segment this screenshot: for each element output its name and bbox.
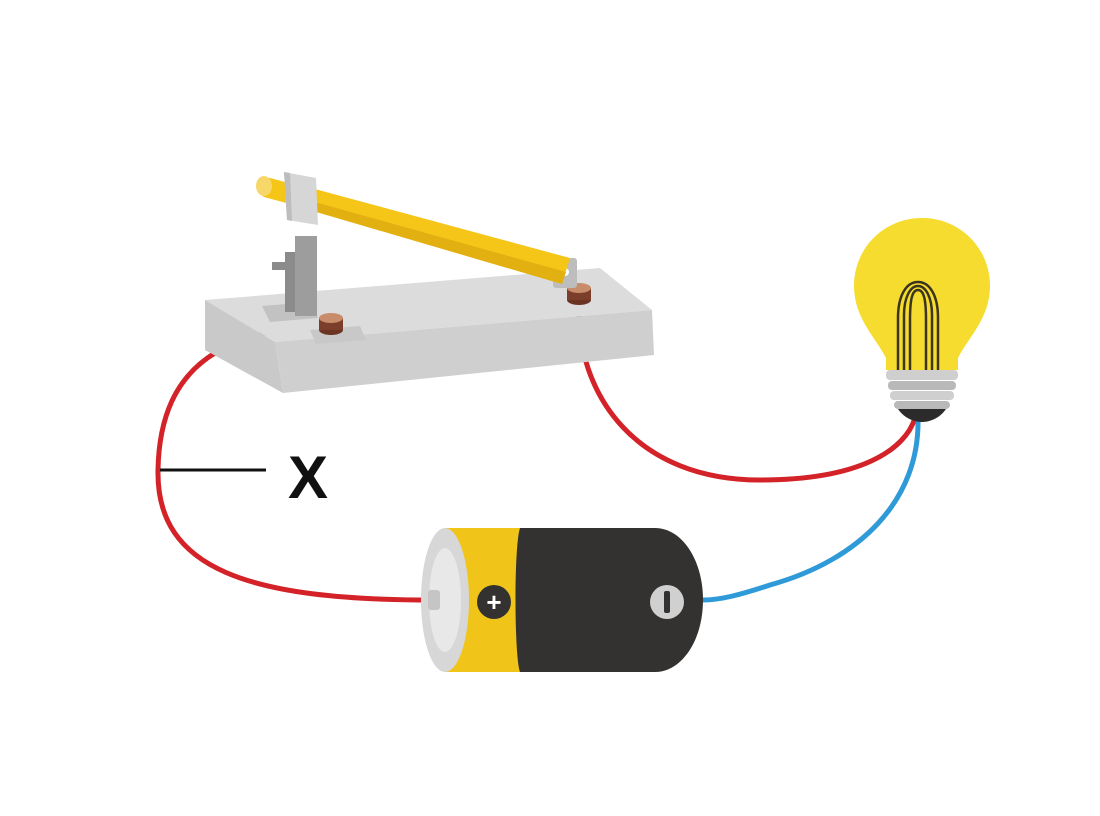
switch-lever-shade (296, 198, 566, 284)
switch-base-front (205, 300, 283, 393)
battery-positive-icon: + (477, 585, 511, 619)
switch-handle-guard-edge (284, 172, 292, 221)
wire-label-x: X (160, 444, 328, 511)
battery-end-cap-ring (429, 548, 461, 652)
switch-base-side (275, 310, 654, 393)
bulb-filament-icon (896, 280, 940, 370)
wire-bulb-to-battery-negative (700, 415, 921, 603)
switch-base-top (205, 268, 652, 342)
light-bulb (854, 218, 990, 422)
battery-negative-icon (650, 585, 684, 619)
battery-positive-nub (428, 590, 440, 610)
switch-jaw-contact (272, 236, 317, 316)
battery-body (505, 528, 703, 672)
label-x-text: X (288, 444, 328, 511)
switch-handle-guard (284, 172, 318, 225)
battery-positive-symbol: + (486, 587, 501, 617)
battery: + (421, 528, 703, 672)
bulb-screw-base (886, 370, 958, 422)
knife-switch (205, 172, 654, 393)
wire-switch-to-bulb (575, 294, 918, 483)
switch-terminal-left (319, 313, 343, 335)
